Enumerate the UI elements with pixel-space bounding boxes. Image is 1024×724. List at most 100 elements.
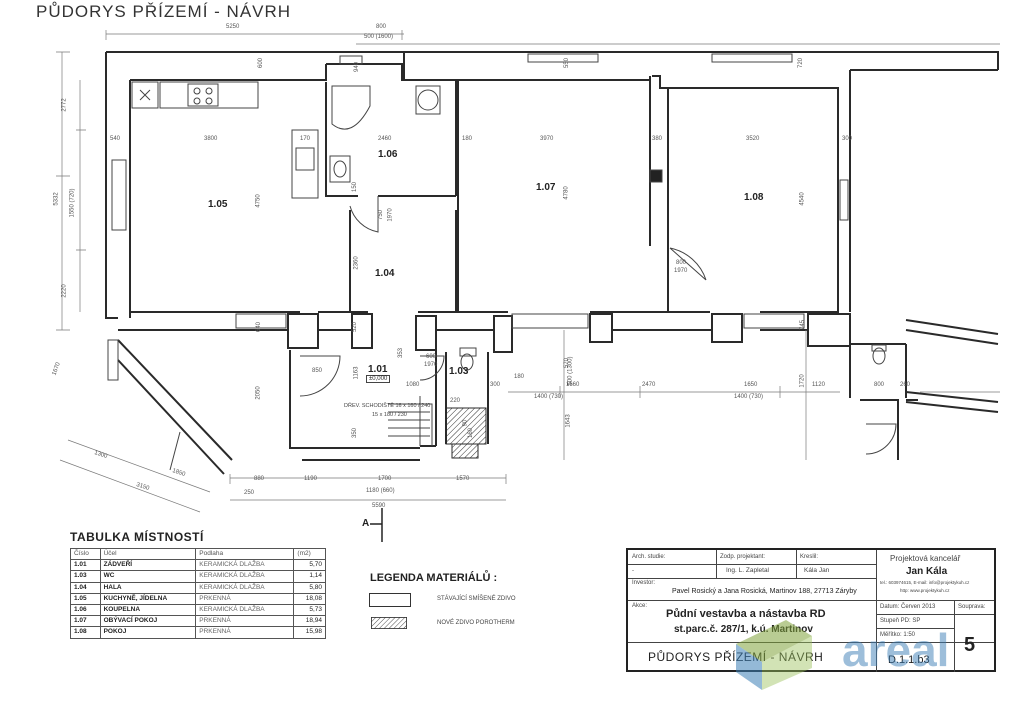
table-row: 1.08 POKOJ PRKENNÁ 15,98 — [70, 626, 326, 639]
dim-bottom-1190: 1190 — [304, 476, 317, 482]
dim-inner-4780: 4780 — [563, 186, 570, 200]
akce-value-2: st.parc.č. 287/1, k.ú. Martinov — [674, 624, 813, 635]
dim-top-3520: 3520 — [746, 136, 760, 142]
dim-inner-600: 600 — [426, 354, 437, 360]
dim-left-5332: 5332 — [53, 192, 60, 206]
table-row: 1.03 WC KERAMICKÁ DLAŽBA 1,14 — [70, 570, 326, 583]
office-label: Projektová kancelář — [890, 554, 961, 563]
room-level-1-01: ±0,000 — [366, 375, 391, 383]
drawing-name: PŮDORYS PŘÍZEMÍ - NÁVRH — [648, 650, 824, 664]
header-number: Číslo — [70, 547, 101, 561]
title-block: Arch. studie: - Zodp. projektant: Ing. L… — [626, 548, 996, 672]
dim-inner-1080: 1080 — [406, 382, 420, 388]
room-name: POKOJ — [99, 626, 197, 639]
room-floor: PRKENNÁ — [195, 592, 295, 605]
dim-inner-300: 300 — [842, 136, 853, 142]
akce-value-1: Půdní vestavba a nástavba RD — [666, 608, 826, 620]
room-name: KUCHYNĚ, JÍDELNA — [99, 592, 197, 605]
dim-inner-1720: 1720 — [799, 374, 806, 388]
souprava: Souprava: — [958, 604, 986, 610]
office-contact: tel.: 603974615, E-mail: info@projektyku… — [880, 580, 970, 585]
dim-top-3970: 3970 — [540, 136, 554, 142]
dim-bottom-880: 880 — [254, 476, 265, 482]
legend-existing-swatch — [369, 593, 411, 607]
dim-inner-1660: 1660 — [566, 382, 580, 388]
zodp-value: Ing. L. Zapletal — [726, 567, 769, 574]
table-row: 1.05 KUCHYNĚ, JÍDELNA PRKENNÁ 18,08 — [70, 592, 326, 605]
dim-inner-4750: 4750 — [255, 194, 262, 208]
room-label-1-08: 1.08 — [744, 192, 764, 203]
table-row: 1.06 KOUPELNA KERAMICKÁ DLAŽBA 5,73 — [70, 603, 326, 617]
dim-inner-180: 180 — [462, 136, 473, 142]
dim-inner-745: 745 — [800, 319, 807, 331]
arch-value: - — [632, 568, 634, 574]
dim-inner-1650: 1650 — [744, 382, 758, 388]
dim-inner-1970c: 1970 — [424, 362, 438, 368]
table-row: 1.07 OBÝVACÍ POKOJ PRKENNÁ 18,94 — [70, 615, 326, 628]
doors — [169, 196, 897, 471]
room-floor: KERAMICKÁ DLAŽBA — [195, 559, 295, 572]
room-floor: PRKENNÁ — [195, 626, 295, 639]
header-purpose: Účel — [99, 547, 197, 561]
stair-note-2: 15 x 180 / 230 — [372, 412, 407, 418]
dim-inner-1970a: 1970 — [387, 208, 394, 222]
room-area: 18,94 — [293, 615, 326, 628]
investor-value: Pavel Rosický a Jana Rosická, Martinov 1… — [672, 588, 857, 595]
section-mark — [370, 508, 383, 542]
room-floor: KERAMICKÁ DLAŽBA — [195, 581, 295, 594]
zodp-label: Zodp. projektant: — [720, 554, 766, 560]
dim-inner-850: 850 — [312, 368, 323, 374]
dim-inner-1970b: 1970 — [674, 268, 688, 274]
dim-top-940: 940 — [354, 61, 361, 73]
legend-existing-label: STÁVAJÍCÍ SMÍŠENÉ ZDIVO — [437, 596, 516, 602]
dim-bottom-1180: 1180 (660) — [366, 488, 395, 494]
dim-inner-500-1300: 500 (1300) — [567, 356, 574, 386]
watermark-text: areal — [842, 624, 949, 676]
dim-top-600: 600 — [258, 57, 265, 69]
room-label-1-06: 1.06 — [378, 149, 398, 160]
room-label-1-01: 1.01 — [368, 364, 388, 375]
room-name: KOUPELNA — [99, 603, 197, 617]
areal-watermark: areal — [736, 620, 949, 690]
room-label-1-07: 1.07 — [536, 182, 556, 193]
dim-left-2772: 2772 — [61, 98, 68, 112]
table-row: 1.01 ZÁDVEŘÍ KERAMICKÁ DLAŽBA 5,70 — [70, 559, 326, 572]
section-mark-label: A — [362, 518, 370, 529]
dim-inner-540: 540 — [110, 136, 121, 142]
akce-label: Akce: — [632, 603, 648, 609]
dim-inner-1400-730b: 1400 (730) — [734, 394, 764, 400]
dim-inner-1643: 1643 — [565, 414, 572, 428]
room-label-1-03: 1.03 — [449, 366, 469, 377]
dim-inner-800b: 800 — [874, 382, 885, 388]
dim-bottom-1570: 1570 — [456, 476, 470, 482]
dim-top-550: 550 — [564, 57, 571, 69]
new-masonry — [445, 407, 487, 459]
room-area: 1,14 — [293, 570, 326, 583]
fixtures — [107, 53, 887, 446]
room-name: WC — [99, 570, 197, 583]
room-number: 1.08 — [70, 626, 101, 639]
arch-label: Arch. studie: — [632, 554, 666, 560]
dim-inner-1400-730a: 1400 (730) — [534, 394, 564, 400]
dim-inner-260: 260 — [900, 382, 911, 388]
dim-top-800: 800 — [376, 24, 387, 30]
dim-bottom-1700: 1700 — [378, 476, 392, 482]
dim-inner-300b: 300 — [490, 382, 501, 388]
dim-inner-170: 170 — [300, 136, 311, 142]
dim-inner-380: 380 — [652, 136, 663, 142]
room-number: 1.07 — [70, 615, 101, 628]
dim-inner-640: 640 — [256, 321, 263, 333]
room-name: HALA — [99, 581, 197, 594]
kreslil-label: Kreslil: — [800, 554, 819, 560]
dim-inner-1120: 1120 — [812, 382, 825, 388]
room-number: 1.03 — [70, 570, 101, 583]
dim-inner-180b: 180 — [514, 374, 525, 380]
watermark-blue-shape — [736, 644, 762, 690]
office-name: Jan Kála — [906, 566, 948, 577]
dim-top-720: 720 — [798, 57, 805, 69]
dim-bottom-5590: 5590 — [372, 503, 386, 509]
datum: Datum: Červen 2013 — [880, 604, 936, 610]
room-floor: KERAMICKÁ DLAŽBA — [195, 603, 295, 617]
